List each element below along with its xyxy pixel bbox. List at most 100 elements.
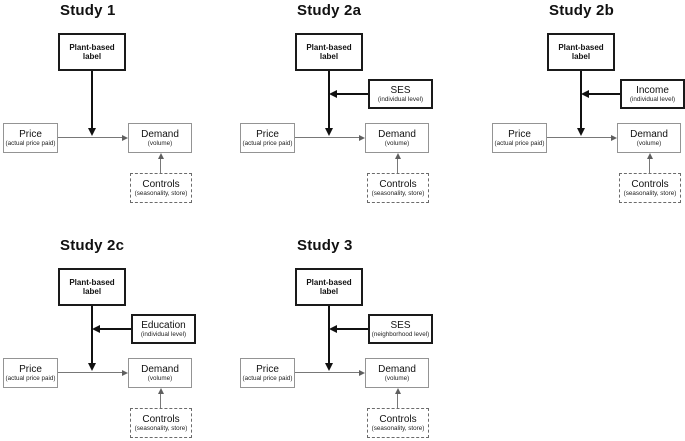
price-demand-arrowhead-icon — [611, 135, 617, 141]
price-box: Price (actual price paid) — [3, 123, 58, 153]
moderator-title: Education — [141, 319, 186, 331]
plant-based-label-line2: label — [82, 287, 102, 296]
demand-box: Demand (volume) — [128, 123, 192, 153]
controls-demand-arrow-line — [160, 159, 161, 173]
price-demand-arrow-line — [295, 137, 359, 138]
demand-subtitle: (volume) — [384, 139, 410, 147]
moderator-arrow-line — [588, 93, 620, 95]
demand-title: Demand — [378, 363, 416, 375]
moderator-box: SES (individual level) — [368, 79, 433, 109]
price-demand-arrowhead-icon — [359, 370, 365, 376]
demand-box: Demand (volume) — [365, 123, 429, 153]
study-2c-diagram: Study 2c Education (individual level) Pl… — [0, 235, 230, 441]
plant-based-label-line1: Plant-based — [69, 277, 115, 287]
moderator-box: Education (individual level) — [131, 314, 196, 344]
moderator-title: Income — [636, 84, 669, 96]
price-box: Price (actual price paid) — [240, 358, 295, 388]
label-moderation-arrow-line — [328, 306, 330, 364]
study-title: Study 2c — [60, 237, 125, 254]
price-title: Price — [256, 128, 279, 140]
moderator-box: SES (neighborhood level) — [368, 314, 433, 344]
price-demand-arrow-line — [58, 372, 122, 373]
label-moderation-arrow-line — [580, 71, 582, 129]
study-1-diagram: Study 1 Plant-based label Price (actual … — [0, 0, 230, 220]
demand-subtitle: (volume) — [147, 139, 173, 147]
price-demand-arrowhead-icon — [122, 370, 128, 376]
demand-subtitle: (volume) — [384, 374, 410, 382]
price-title: Price — [19, 128, 42, 140]
plant-based-label-box: Plant-based label — [295, 33, 363, 71]
study-title: Study 3 — [297, 237, 353, 254]
price-subtitle: (actual price paid) — [5, 139, 56, 147]
price-title: Price — [19, 363, 42, 375]
controls-title: Controls — [631, 178, 669, 190]
controls-demand-arrowhead-icon — [395, 388, 401, 394]
price-demand-arrowhead-icon — [122, 135, 128, 141]
controls-box: Controls (seasonality, store) — [130, 173, 192, 203]
price-demand-arrow-line — [58, 137, 122, 138]
moderator-title: SES — [390, 84, 411, 96]
controls-subtitle: (seasonality, store) — [623, 189, 677, 197]
label-moderation-arrowhead-icon — [325, 128, 333, 136]
study-2a-diagram: Study 2a SES (individual level) Plant-ba… — [237, 0, 467, 220]
price-subtitle: (actual price paid) — [494, 139, 545, 147]
label-moderation-arrow-line — [91, 306, 93, 364]
plant-based-label-box: Plant-based label — [295, 268, 363, 306]
demand-title: Demand — [378, 128, 416, 140]
plant-based-label-line1: Plant-based — [306, 277, 352, 287]
demand-box: Demand (volume) — [617, 123, 681, 153]
price-title: Price — [256, 363, 279, 375]
moderator-subtitle: (individual level) — [377, 95, 424, 103]
study-title: Study 1 — [60, 2, 116, 19]
controls-subtitle: (seasonality, store) — [371, 189, 425, 197]
demand-box: Demand (volume) — [128, 358, 192, 388]
demand-subtitle: (volume) — [636, 139, 662, 147]
price-subtitle: (actual price paid) — [242, 139, 293, 147]
price-box: Price (actual price paid) — [240, 123, 295, 153]
demand-subtitle: (volume) — [147, 374, 173, 382]
price-demand-arrowhead-icon — [359, 135, 365, 141]
moderator-arrowhead-icon — [329, 90, 337, 98]
demand-title: Demand — [630, 128, 668, 140]
controls-subtitle: (seasonality, store) — [134, 424, 188, 432]
label-moderation-arrowhead-icon — [88, 128, 96, 136]
label-moderation-arrowhead-icon — [325, 363, 333, 371]
label-moderation-arrowhead-icon — [577, 128, 585, 136]
price-subtitle: (actual price paid) — [242, 374, 293, 382]
controls-demand-arrowhead-icon — [647, 153, 653, 159]
price-demand-arrow-line — [547, 137, 611, 138]
plant-based-label-line1: Plant-based — [558, 42, 604, 52]
moderator-arrowhead-icon — [92, 325, 100, 333]
price-title: Price — [508, 128, 531, 140]
controls-title: Controls — [379, 413, 417, 425]
moderator-subtitle: (individual level) — [629, 95, 676, 103]
price-subtitle: (actual price paid) — [5, 374, 56, 382]
plant-based-label-line1: Plant-based — [69, 42, 115, 52]
moderator-subtitle: (individual level) — [140, 330, 187, 338]
demand-box: Demand (volume) — [365, 358, 429, 388]
plant-based-label-line2: label — [82, 52, 102, 61]
moderator-title: SES — [390, 319, 411, 331]
controls-demand-arrow-line — [649, 159, 650, 173]
controls-subtitle: (seasonality, store) — [371, 424, 425, 432]
controls-demand-arrowhead-icon — [395, 153, 401, 159]
controls-title: Controls — [379, 178, 417, 190]
plant-based-label-line2: label — [319, 287, 339, 296]
label-moderation-arrow-line — [328, 71, 330, 129]
moderator-arrow-line — [99, 328, 131, 330]
study-title: Study 2b — [549, 2, 614, 19]
label-moderation-arrow-line — [91, 71, 93, 129]
price-demand-arrow-line — [295, 372, 359, 373]
plant-based-label-box: Plant-based label — [547, 33, 615, 71]
controls-box: Controls (seasonality, store) — [130, 408, 192, 438]
controls-title: Controls — [142, 413, 180, 425]
moderator-arrowhead-icon — [329, 325, 337, 333]
price-box: Price (actual price paid) — [3, 358, 58, 388]
price-box: Price (actual price paid) — [492, 123, 547, 153]
controls-box: Controls (seasonality, store) — [367, 408, 429, 438]
study-title: Study 2a — [297, 2, 362, 19]
moderator-arrow-line — [336, 93, 368, 95]
plant-based-label-line1: Plant-based — [306, 42, 352, 52]
plant-based-label-box: Plant-based label — [58, 268, 126, 306]
